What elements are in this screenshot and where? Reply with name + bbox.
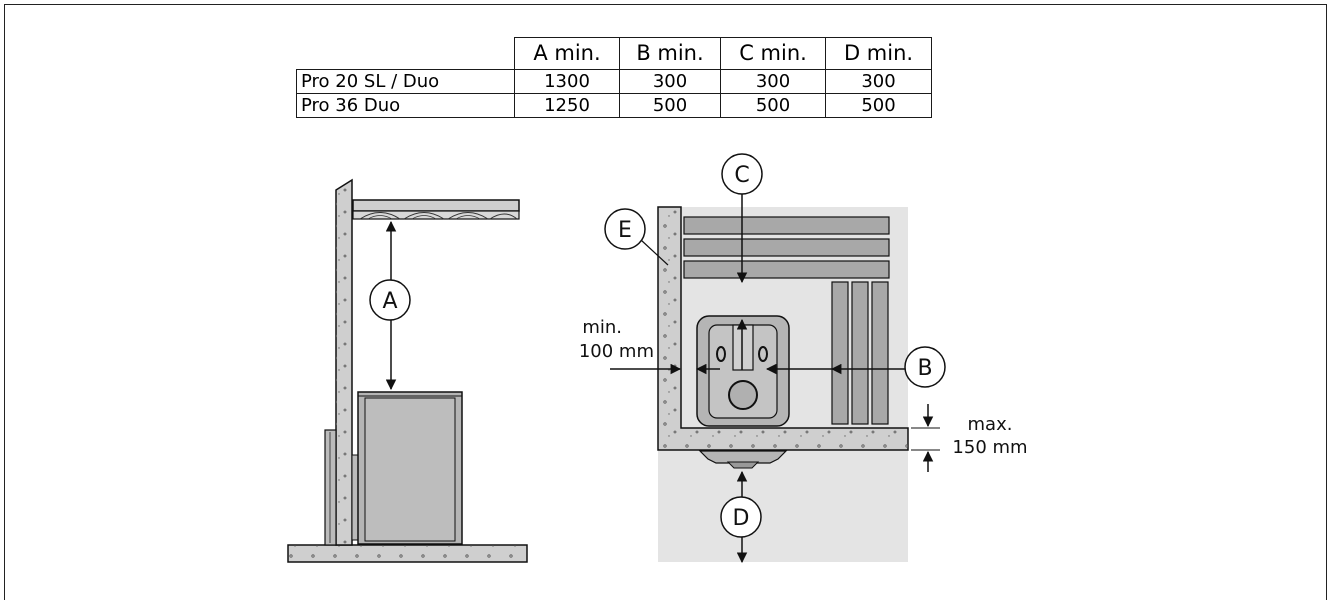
benches-vertical bbox=[831, 281, 889, 425]
floor-heater-base bbox=[698, 450, 788, 469]
cell-c: 300 bbox=[720, 69, 826, 94]
benches-horizontal bbox=[683, 216, 890, 279]
min-label-line1: min. bbox=[582, 317, 622, 338]
label-c-callout: C bbox=[721, 153, 763, 195]
heater-top bbox=[696, 315, 790, 427]
cell-b: 300 bbox=[619, 69, 721, 94]
table-corner bbox=[296, 37, 515, 70]
label-a-callout: A bbox=[369, 279, 411, 321]
row-model: Pro 20 SL / Duo bbox=[296, 69, 515, 94]
table-row: Pro 36 Duo 1250 500 500 500 bbox=[296, 93, 932, 118]
max-label-line2: 150 mm bbox=[952, 437, 1027, 458]
side-wall bbox=[335, 178, 353, 546]
max-label-line1: max. bbox=[968, 414, 1013, 435]
label-d: D bbox=[733, 506, 750, 531]
cell-d: 300 bbox=[825, 69, 932, 94]
label-b: B bbox=[917, 356, 932, 381]
clearance-table: A min. B min. C min. D min. Pro 20 SL / … bbox=[296, 37, 932, 118]
heater-side bbox=[357, 391, 463, 545]
dimension-max-arrow bbox=[911, 404, 940, 472]
header-d-min: D min. bbox=[825, 37, 932, 70]
cell-a: 1300 bbox=[514, 69, 620, 94]
header-c-min: C min. bbox=[720, 37, 826, 70]
label-c: C bbox=[734, 163, 749, 188]
table-row: Pro 20 SL / Duo 1300 300 300 300 bbox=[296, 69, 932, 94]
label-a: A bbox=[382, 289, 397, 314]
label-b-callout: B bbox=[904, 346, 946, 388]
min-label-line2: 100 mm bbox=[579, 341, 654, 362]
label-e: E bbox=[618, 218, 632, 243]
figure-frame bbox=[4, 4, 1327, 600]
row-model: Pro 36 Duo bbox=[296, 93, 515, 118]
cell-b: 500 bbox=[619, 93, 721, 118]
side-view: A bbox=[287, 178, 528, 563]
side-floor-slab bbox=[287, 544, 528, 563]
label-d-callout: D bbox=[720, 496, 762, 538]
cell-d: 500 bbox=[825, 93, 932, 118]
label-e-callout: E bbox=[604, 208, 669, 266]
ceiling-board bbox=[352, 199, 520, 220]
top-view: C B min. 100 mm E D bbox=[579, 153, 1028, 564]
cell-c: 500 bbox=[720, 93, 826, 118]
top-wall bbox=[657, 206, 909, 451]
